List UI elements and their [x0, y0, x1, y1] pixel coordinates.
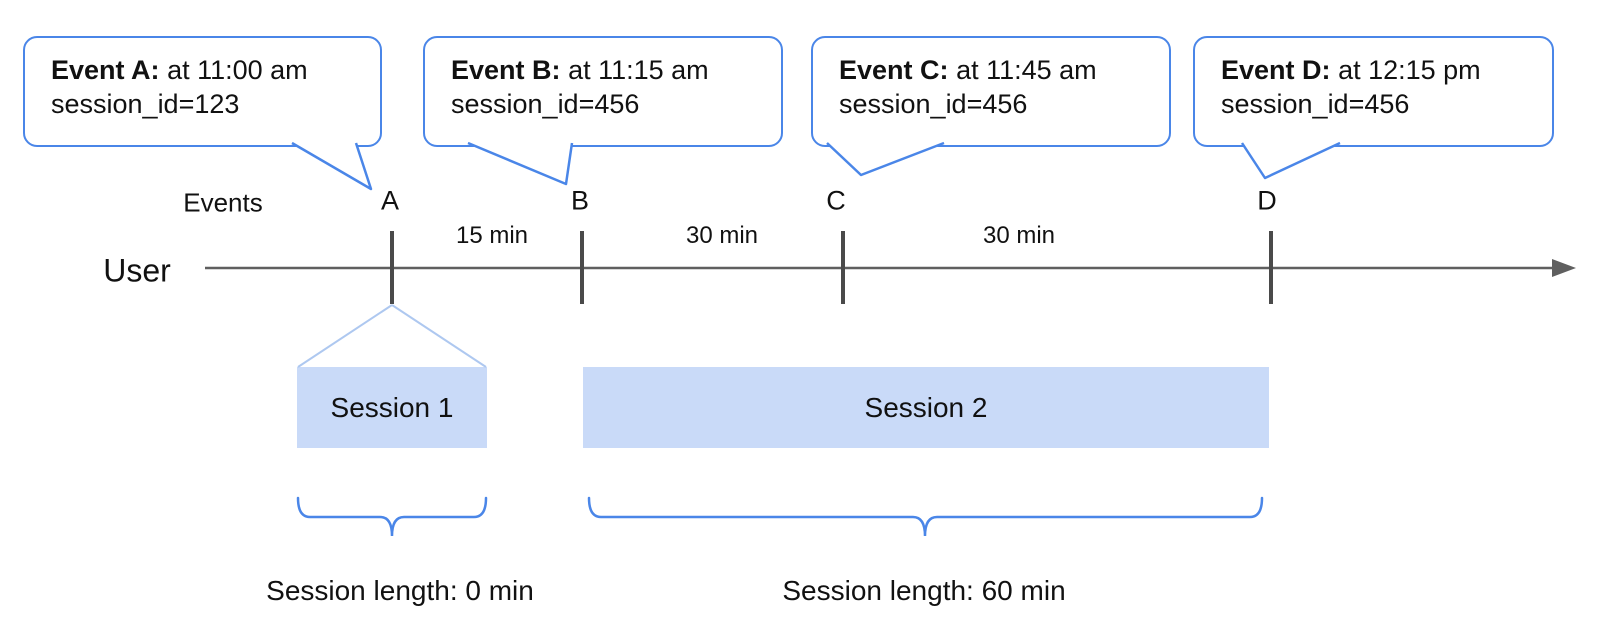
event-d-session-id: session_id=456	[1221, 89, 1410, 119]
event-a-letter: A	[380, 185, 400, 216]
timeline-arrowhead-icon	[1552, 259, 1576, 277]
event-c-name: Event C:	[839, 55, 949, 85]
event-d-callout: Event D:at 12:15 pm session_id=456	[1193, 36, 1554, 147]
event-b-letter: B	[570, 185, 590, 216]
event-a-callout-tail	[291, 141, 373, 191]
event-a-callout: Event A:at 11:00 am session_id=123	[23, 36, 382, 147]
event-d-name: Event D:	[1221, 55, 1331, 85]
session-1-box: Session 1	[297, 367, 487, 448]
session-1-label: Session 1	[330, 391, 454, 423]
event-b-callout-tail	[467, 141, 574, 186]
event-c-time: at 11:45 am	[956, 55, 1097, 85]
event-c-callout: Event C:at 11:45 am session_id=456	[811, 36, 1171, 147]
event-c-session-id: session_id=456	[839, 89, 1028, 119]
session-1-funnel-lines	[297, 304, 487, 368]
session-2-box: Session 2	[583, 367, 1269, 448]
event-b-name: Event B:	[451, 55, 561, 85]
interval-b-c-label: 30 min	[685, 222, 759, 249]
event-b-session-id: session_id=456	[451, 89, 640, 119]
event-b-callout: Event B:at 11:15 am session_id=456	[423, 36, 783, 147]
event-d-time: at 12:15 pm	[1338, 55, 1481, 85]
event-c-callout-tail	[826, 141, 945, 177]
session-1-brace	[296, 496, 488, 537]
event-a-session-id: session_id=123	[51, 89, 240, 119]
interval-a-b-label: 15 min	[455, 222, 529, 249]
session-2-brace	[587, 496, 1264, 537]
interval-c-d-label: 30 min	[982, 222, 1056, 249]
event-a-time: at 11:00 am	[167, 55, 308, 85]
event-a-name: Event A:	[51, 55, 160, 85]
session-2-length-label: Session length: 60 min	[782, 575, 1066, 606]
event-d-letter: D	[1257, 185, 1277, 216]
event-c-letter: C	[826, 185, 846, 216]
events-axis-label: Events	[183, 187, 263, 218]
event-d-callout-tail	[1240, 141, 1341, 180]
event-b-time: at 11:15 am	[568, 55, 709, 85]
session-2-label: Session 2	[864, 391, 988, 423]
session-1-length-label: Session length: 0 min	[266, 575, 534, 606]
user-axis-label: User	[103, 252, 171, 289]
